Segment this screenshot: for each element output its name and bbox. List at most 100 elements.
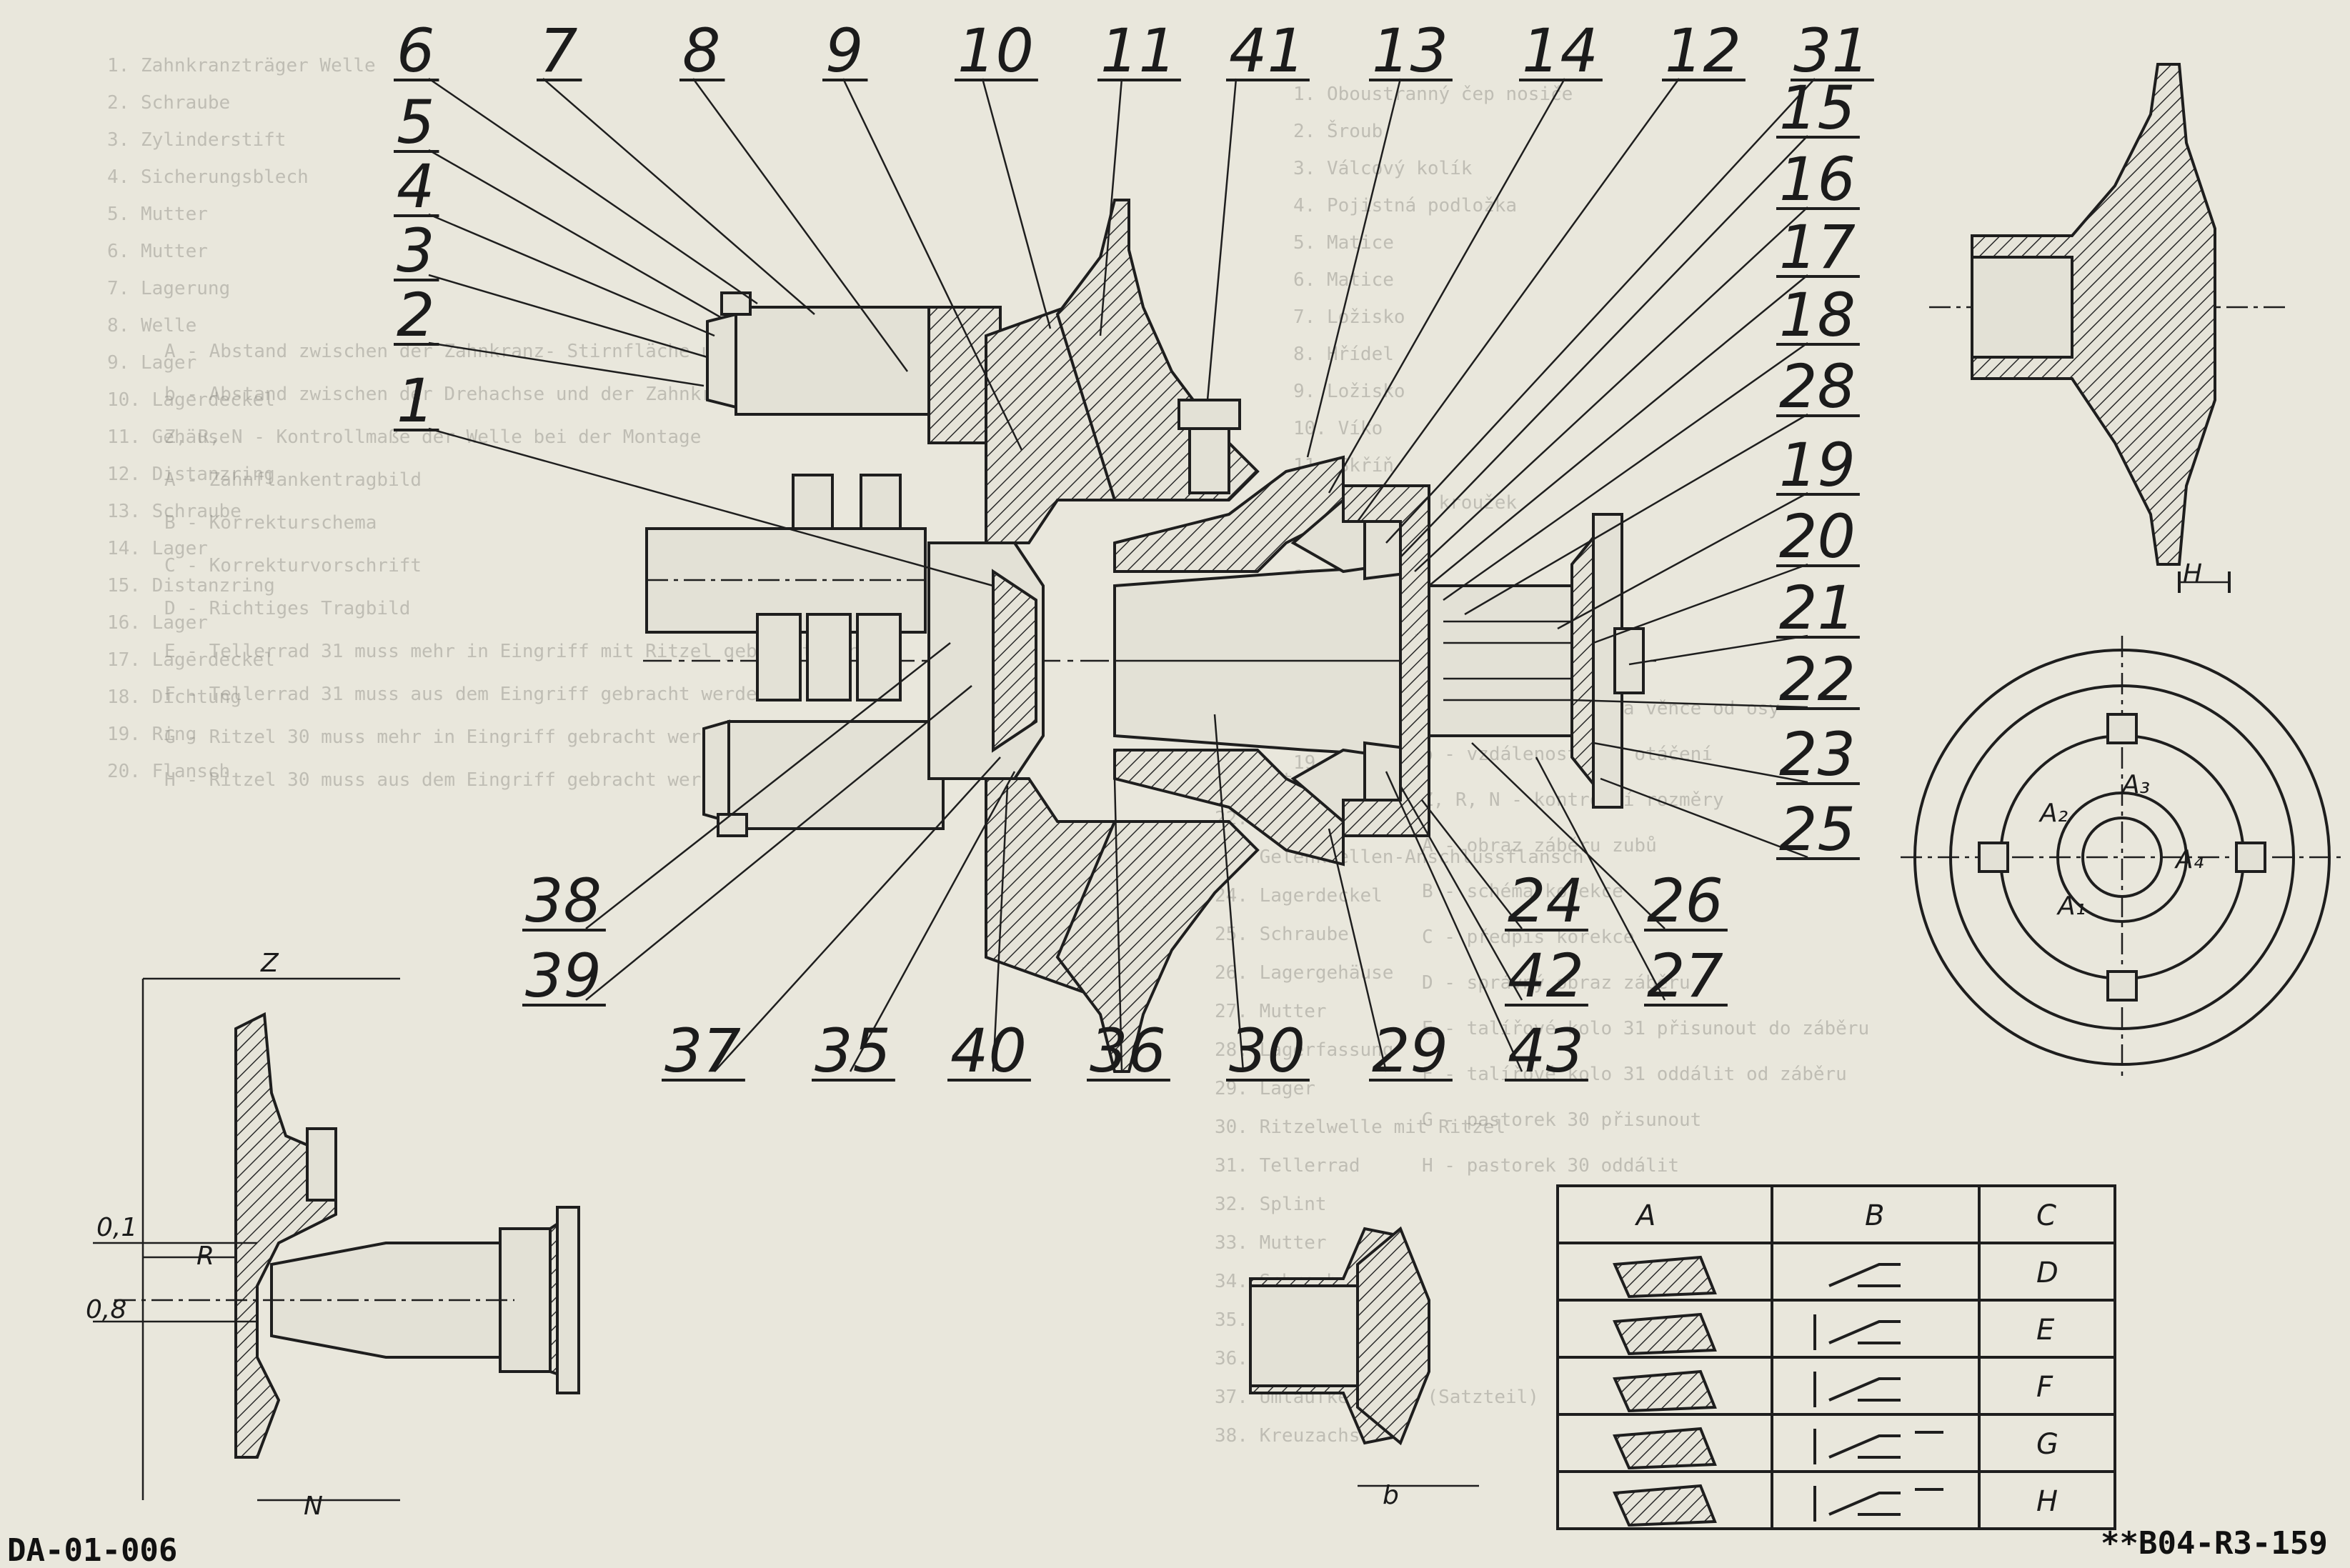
dim-label-H: H xyxy=(2183,559,2202,589)
detail-housing xyxy=(234,1012,337,1459)
background-legend-line: 13. Schraube xyxy=(107,501,242,522)
background-legend-line: 11. Gehäuse xyxy=(107,426,230,448)
background-legend-line: 10. Lagerdeckel xyxy=(107,389,275,411)
background-legend-line: G - Ritzel 30 muss mehr in Eingriff gebr… xyxy=(164,726,735,748)
background-legend-line: 5. Matice xyxy=(1293,232,1394,254)
background-legend-line: 18. Dichtung xyxy=(107,686,242,708)
background-legend-line: 20. Flansch xyxy=(107,761,230,782)
background-legend-line: F - Tellerrad 31 muss aus dem Eingriff g… xyxy=(164,684,768,705)
callout-23: 23 xyxy=(1779,719,1856,789)
correction-pictograms xyxy=(1813,1263,1943,1522)
callout-19: 19 xyxy=(1779,430,1856,500)
callout-14: 14 xyxy=(1522,16,1598,86)
callout-35: 35 xyxy=(815,1016,891,1086)
flange-section xyxy=(1971,63,2216,566)
background-legend-line: 14. Lager xyxy=(107,538,208,559)
background-legend-line: 2. Šroub xyxy=(1293,119,1383,142)
callout-2: 2 xyxy=(397,280,434,350)
bevel-gear-hatch xyxy=(992,569,1037,753)
table-header-B: B xyxy=(1865,1199,1884,1232)
background-legend-line: 1. Zahnkranzträger Welle xyxy=(107,55,376,76)
output-spline-shaft xyxy=(1428,584,1588,737)
background-legend-line: 17. Lagerdeckel xyxy=(107,649,275,671)
callout-3: 3 xyxy=(397,216,434,286)
flange-bore xyxy=(1971,256,2073,359)
background-legend-line: 15. Distanzring xyxy=(107,575,275,596)
background-legend-line: A - obraz záběru zubů xyxy=(1422,835,1657,857)
callout-26: 26 xyxy=(1647,866,1723,936)
lower-nut xyxy=(717,813,748,837)
background-legend-line: 4. Sicherungsblech xyxy=(107,166,309,188)
table-row-E: E xyxy=(2036,1314,2055,1347)
background-legend-line: 7. Lagerung xyxy=(107,278,230,299)
background-legend-line: 38. Kreuzachse xyxy=(1215,1425,1371,1447)
upper-cylinder xyxy=(735,306,945,416)
leader-lines xyxy=(428,77,1816,1072)
dim-label-A2: A₂ xyxy=(2038,799,2068,828)
flange-side-view xyxy=(1929,63,2286,593)
background-legend-line: D - Richtiges Tragbild xyxy=(164,598,410,619)
detail-flange-rim xyxy=(556,1206,580,1394)
callout-43: 43 xyxy=(1508,1016,1584,1086)
callout-36: 36 xyxy=(1090,1016,1166,1086)
callout-21: 21 xyxy=(1779,573,1856,643)
callout-15: 15 xyxy=(1779,73,1856,143)
dim-label-01: 0,1 xyxy=(96,1213,137,1242)
background-legend-line: 8. Hřídel xyxy=(1293,344,1394,365)
background-legend-line: 32. Splint xyxy=(1215,1194,1327,1215)
callout-22: 22 xyxy=(1779,644,1856,714)
correction-table xyxy=(1556,1184,2116,1530)
background-legend-line: 9. Ložisko xyxy=(1293,381,1405,402)
callout-4: 4 xyxy=(397,151,434,221)
background-legend-line: 16. Lager xyxy=(107,612,208,634)
dim-label-08: 0,8 xyxy=(86,1295,126,1324)
bolt-head-top-1 xyxy=(792,474,834,530)
spring-1 xyxy=(756,613,802,701)
table-row-G: G xyxy=(2036,1428,2058,1461)
flange-front-view xyxy=(1901,636,2344,1079)
background-legend-line: 12. Distanzring xyxy=(107,464,275,485)
dim-label-A4: A₄ xyxy=(2174,845,2204,874)
background-legend-line: 19. Ring xyxy=(107,724,196,745)
background-legend-line: 4. Pojistná podložka xyxy=(1293,195,1517,216)
background-legend-line: 8. Welle xyxy=(107,315,196,336)
table-row-D: D xyxy=(2036,1257,2058,1289)
footer-left-code: DA-01-006 xyxy=(7,1532,177,1568)
background-legend-line: H - Ritzel 30 muss aus dem Eingriff gebr… xyxy=(164,769,735,791)
background-legend-line: 10. Víko xyxy=(1293,418,1383,439)
background-legend-line: 3. Válcový kolík xyxy=(1293,158,1473,179)
callout-28: 28 xyxy=(1779,351,1856,421)
lower-cylinder xyxy=(727,720,945,830)
dim-label-b: b xyxy=(1383,1481,1399,1510)
callout-1: 1 xyxy=(397,366,434,436)
background-legend-line: 27. Mutter xyxy=(1215,1001,1327,1022)
callout-12: 12 xyxy=(1665,16,1741,86)
background-legend-line: 31. Tellerrad xyxy=(1215,1155,1360,1177)
callout-7: 7 xyxy=(539,16,577,86)
spring-3 xyxy=(856,613,902,701)
pinion-housing-lower xyxy=(1113,749,1345,867)
callout-39: 39 xyxy=(525,941,602,1011)
background-legend-line: 2. Schraube xyxy=(107,92,230,114)
callout-20: 20 xyxy=(1779,501,1856,571)
callout-40: 40 xyxy=(950,1016,1027,1086)
housing-bolt-head xyxy=(1178,399,1241,430)
callout-13: 13 xyxy=(1372,16,1448,86)
background-legend-line: 23. Gelenkwellen-Anschlussflansch xyxy=(1215,847,1584,868)
main-flange-lower xyxy=(1055,820,1260,1073)
background-legend-line: 6. Matice xyxy=(1293,269,1394,291)
dim-label-N: N xyxy=(304,1492,323,1521)
dim-label-A1: A₁ xyxy=(2056,892,2086,921)
dim-label-A3: A₃ xyxy=(2121,770,2150,799)
table-row-H: H xyxy=(2036,1485,2058,1518)
footer-right-code: **B04-R3-159 xyxy=(2101,1525,2328,1562)
upper-nut-stack xyxy=(706,312,737,409)
callout-29: 29 xyxy=(1372,1016,1448,1086)
callout-8: 8 xyxy=(682,16,720,86)
background-legend-line: D - správný obraz záběru xyxy=(1422,972,1691,994)
background-legend-line: B - Korrekturschema xyxy=(164,512,377,534)
callout-27: 27 xyxy=(1647,941,1723,1011)
background-legend-line: 24. Lagerdeckel xyxy=(1215,885,1383,907)
